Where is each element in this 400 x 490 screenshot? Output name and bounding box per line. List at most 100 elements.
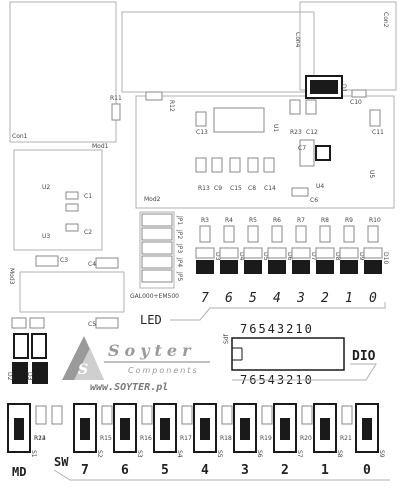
c3-label: C3 <box>60 257 68 264</box>
switch-resistor <box>301 405 313 425</box>
led-bit-label: 3 <box>296 291 305 306</box>
switch-id-label: S2 <box>96 450 103 458</box>
switch-id-label: S5 <box>216 450 223 458</box>
led-outline <box>219 247 239 259</box>
dio-part-label: Sdf <box>223 333 230 344</box>
led-outline <box>267 247 287 259</box>
dip-switch-knob[interactable] <box>80 418 90 440</box>
switch-bit-label: 4 <box>201 463 209 478</box>
con4-outline <box>121 11 315 93</box>
led-id-label: D6 <box>286 252 293 261</box>
dio-bits-top: 76543210 <box>240 322 314 336</box>
c8-part <box>247 157 259 173</box>
jp1 <box>141 213 173 227</box>
c10-cap <box>351 89 367 98</box>
c3-cap <box>35 255 59 267</box>
u5-label: U5 <box>368 170 375 178</box>
mod1-outline <box>13 149 103 251</box>
dip-switch-knob[interactable] <box>160 418 170 440</box>
soyter-logo: S Soyter Components <box>62 336 210 380</box>
led-resistor-label: R9 <box>345 217 353 224</box>
switch-resistor-label: R21 <box>340 435 352 442</box>
c2-cap <box>65 223 79 232</box>
c14-label: C14 <box>264 185 276 192</box>
led-body <box>196 260 214 274</box>
c12-label: C12 <box>306 129 318 136</box>
led-body <box>292 260 310 274</box>
led-id-label: D10 <box>382 252 389 264</box>
led-bit-label: 2 <box>321 291 329 306</box>
dip-switch-knob[interactable] <box>320 418 330 440</box>
led-body <box>220 260 238 274</box>
switch-resistor-label: R15 <box>100 435 112 442</box>
con2-label: Con2 <box>382 12 389 28</box>
d3-body-top <box>31 333 47 359</box>
switch-bit-label: 5 <box>161 463 169 478</box>
logo-mark: S <box>78 362 88 378</box>
logo-name: Soyter <box>108 341 196 360</box>
switch-id-label: S7 <box>296 450 303 458</box>
dip-switch-knob[interactable] <box>14 418 24 440</box>
switch-row: S1R14S2R157S3R166S4R175S5R184S6R193S7R20… <box>7 403 385 478</box>
c4-cap <box>95 257 119 269</box>
led-resistor <box>223 225 235 243</box>
r23-label: R23 <box>290 129 302 136</box>
led-resistor-label: R6 <box>273 217 281 224</box>
u2-label: U2 <box>42 184 50 191</box>
c13-cap <box>195 111 207 127</box>
dip-switch-knob[interactable] <box>280 418 290 440</box>
switch-resistor <box>221 405 233 425</box>
switch-id-label: S8 <box>336 450 343 458</box>
dip-switch-knob[interactable] <box>362 418 372 440</box>
switch-id-label: S3 <box>136 450 143 458</box>
led-resistor <box>247 225 259 243</box>
jp3 <box>141 241 173 255</box>
con1-label: Con1 <box>12 133 28 140</box>
led-resistor-label: R3 <box>201 217 209 224</box>
dio-label: DIO <box>352 349 376 364</box>
dip-switch-knob[interactable] <box>120 418 130 440</box>
jp4 <box>141 255 173 269</box>
con4-label: Con4 <box>294 32 301 48</box>
mod2-outline <box>135 95 395 209</box>
led-resistor <box>343 225 355 243</box>
d1-body <box>310 80 338 94</box>
led-bit-label: 4 <box>273 291 281 306</box>
led-id-label: D5 <box>262 252 269 261</box>
led-resistor-label: R10 <box>369 217 381 224</box>
d3-label: D3 <box>26 372 33 381</box>
switch-bit-label: 1 <box>321 463 329 478</box>
c6-label: C6 <box>310 197 318 204</box>
led-body <box>244 260 262 274</box>
u4-reg <box>315 145 331 161</box>
logo-triangle-inner <box>74 348 104 380</box>
d1-label: D1 <box>340 84 347 93</box>
c1-cap <box>65 191 79 200</box>
led-resistor-label: R7 <box>297 217 305 224</box>
dip-switch-knob[interactable] <box>200 418 210 440</box>
c12-cap <box>305 99 317 115</box>
c6-cap <box>291 187 309 197</box>
c9-label: C9 <box>214 185 222 192</box>
r11-resistor <box>111 103 121 121</box>
c7-cap <box>299 139 315 167</box>
c15-part <box>229 157 241 173</box>
led-body <box>340 260 358 274</box>
jp1-label: JP1 <box>176 215 183 225</box>
jp2-label: JP2 <box>176 229 183 239</box>
jp2 <box>141 227 173 241</box>
mod3-label: Mod3 <box>8 268 15 285</box>
led-resistor-label: R8 <box>321 217 329 224</box>
jp4-label: JP4 <box>176 257 183 267</box>
c14-part <box>263 157 275 173</box>
led-body <box>268 260 286 274</box>
led-id-label: D8 <box>334 252 341 261</box>
dip-switch-knob[interactable] <box>240 418 250 440</box>
switch-resistor-label: R17 <box>180 435 192 442</box>
switch-resistor <box>181 405 193 425</box>
c7-label: C7 <box>298 145 306 152</box>
led-id-label: D4 <box>238 252 245 261</box>
jp5 <box>141 269 173 283</box>
led-outline <box>243 247 263 259</box>
c8-label: C8 <box>248 185 256 192</box>
